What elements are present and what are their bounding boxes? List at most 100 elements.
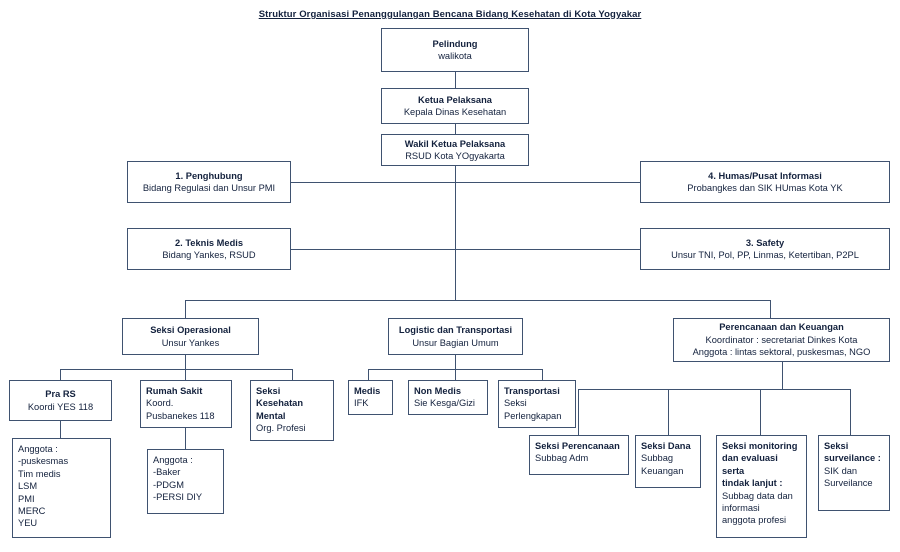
node-seksi-dana-line3: Keuangan (641, 465, 684, 476)
node-humas-pusat-informasi[interactable]: 4. Humas/Pusat Informasi Probangkes dan … (640, 161, 890, 203)
node-seksi-perencanaan-line1: Seksi Perencanaan (535, 441, 620, 451)
node-seksi-dana-line1: Seksi Dana (641, 441, 691, 451)
node-teknis-line1: 2. Teknis Medis (174, 237, 244, 248)
node-seksi-surveilance-line3: SIK dan (824, 465, 858, 476)
node-pelindung[interactable]: Pelindung walikota (381, 28, 529, 72)
connector-rumah-sakit-anggota (185, 428, 186, 449)
node-seksi-perencanaan-line2: Subbag Adm (535, 453, 589, 464)
node-non-medis-line1: Non Medis (414, 386, 462, 396)
node-logistic-line1: Logistic dan Transportasi (398, 325, 513, 336)
connector-seksi-surveilance-drop (850, 389, 851, 435)
node-anggota-pra-rs-line5: PMI (18, 493, 35, 504)
connector-seksi-dana-drop (668, 389, 669, 435)
node-perencanaan-line1: Perencanaan dan Keuangan (719, 322, 844, 333)
node-seksi-monitoring-line5: informasi (722, 503, 760, 514)
node-anggota-rs-line2: -Baker (153, 467, 181, 478)
node-rumah-sakit-line3: Pusbanekes 118 (146, 410, 215, 421)
node-anggota-rs-line3: -PDGM (153, 479, 184, 490)
node-wakil-line1: Wakil Ketua Pelaksana (404, 138, 506, 149)
node-rumah-sakit-line2: Koord. (146, 398, 174, 409)
connector-pelindung-ketua (455, 72, 456, 88)
node-transportasi[interactable]: Transportasi Seksi Perlengkapan (498, 380, 576, 428)
connector-operasional-bus (60, 369, 292, 370)
node-seksi-monitoring-line1: Seksi monitoring (722, 441, 798, 451)
node-non-medis[interactable]: Non Medis Sie Kesga/Gizi (408, 380, 488, 415)
connector-row1-horizontal (290, 182, 640, 183)
node-teknis-medis[interactable]: 2. Teknis Medis Bidang Yankes, RSUD (127, 228, 291, 270)
node-anggota-pra-rs-line2: -puskesmas (18, 456, 69, 467)
node-kesmental-line4: Org. Profesi (256, 423, 306, 434)
connector-medis-drop (368, 369, 369, 380)
node-safety[interactable]: 3. Safety Unsur TNI, Pol, PP, Linmas, Ke… (640, 228, 890, 270)
page-title: Struktur Organisasi Penanggulangan Benca… (258, 9, 642, 20)
node-pra-rs-line1: Pra RS (45, 389, 76, 400)
node-seksi-monitoring-line2: dan evaluasi serta (722, 453, 778, 476)
node-non-medis-line2: Sie Kesga/Gizi (414, 398, 475, 409)
connector-operasional-drop (185, 355, 186, 369)
connector-transportasi-drop (542, 369, 543, 380)
node-seksi-surveilance-line2: surveilance : (824, 453, 881, 464)
node-medis[interactable]: Medis IFK (348, 380, 393, 415)
node-ketua-line2: Kepala Dinas Kesehatan (403, 107, 507, 117)
node-wakil-ketua-pelaksana[interactable]: Wakil Ketua Pelaksana RSUD Kota YOgyakar… (381, 134, 529, 166)
node-penghubung[interactable]: 1. Penghubung Bidang Regulasi dan Unsur … (127, 161, 291, 203)
node-anggota-pra-rs-line4: LSM (18, 481, 38, 492)
node-perencanaan-dan-keuangan[interactable]: Perencanaan dan Keuangan Koordinator : s… (673, 318, 890, 362)
node-anggota-rumah-sakit[interactable]: Anggota : -Baker -PDGM -PERSI DIY (147, 449, 224, 514)
connector-wakil-trunk (455, 166, 456, 300)
node-anggota-pra-rs-line1: Anggota : (18, 444, 58, 454)
node-seksi-dana-line2: Subbag (641, 453, 674, 464)
node-pra-rs[interactable]: Pra RS Koordi YES 118 (9, 380, 112, 421)
node-pra-rs-line2: Koordi YES 118 (27, 401, 94, 412)
node-humas-line1: 4. Humas/Pusat Informasi (708, 170, 822, 181)
node-seksi-surveilance[interactable]: Seksi surveilance : SIK dan Surveilance (818, 435, 890, 511)
node-teknis-line2: Bidang Yankes, RSUD (162, 250, 256, 260)
node-seksi-surveilance-line1: Seksi (824, 441, 849, 451)
node-seksi-monitoring-line6: anggota profesi (722, 515, 787, 526)
node-anggota-pra-rs-line3: Tim medis (18, 468, 61, 479)
connector-pra-rs-anggota (60, 421, 61, 438)
node-rumah-sakit-line1: Rumah Sakit (146, 386, 203, 396)
node-pelindung-line1: Pelindung (432, 38, 478, 49)
node-logistic-dan-transportasi[interactable]: Logistic dan Transportasi Unsur Bagian U… (388, 318, 523, 355)
node-seksi-operasional[interactable]: Seksi Operasional Unsur Yankes (122, 318, 259, 355)
connector-logistic-drop (455, 355, 456, 369)
node-seksi-monitoring-line3: tindak lanjut : (722, 478, 783, 489)
node-safety-line1: 3. Safety (745, 237, 785, 248)
node-anggota-pra-rs-line7: YEU (18, 518, 38, 529)
node-safety-line2: Unsur TNI, Pol, PP, Linmas, Ketertiban, … (671, 250, 859, 260)
node-operasional-line1: Seksi Operasional (150, 325, 231, 336)
node-transportasi-line1: Transportasi (504, 386, 560, 396)
connector-kesehatan-mental-drop (292, 369, 293, 380)
node-seksi-perencanaan[interactable]: Seksi Perencanaan Subbag Adm (529, 435, 629, 475)
connector-ketua-wakil (455, 124, 456, 134)
node-seksi-surveilance-line4: Surveilance (824, 478, 873, 489)
node-wakil-line2: RSUD Kota YOgyakarta (405, 151, 505, 161)
connector-level3-bus (185, 300, 770, 301)
node-medis-line2: IFK (354, 398, 369, 409)
node-anggota-pra-rs[interactable]: Anggota : -puskesmas Tim medis LSM PMI M… (12, 438, 111, 538)
node-logistic-line2: Unsur Bagian Umum (412, 337, 499, 348)
node-anggota-pra-rs-line6: MERC (18, 506, 46, 517)
connector-perencanaan-bus (578, 389, 850, 390)
node-seksi-dana[interactable]: Seksi Dana Subbag Keuangan (635, 435, 701, 488)
node-penghubung-line2: Bidang Regulasi dan Unsur PMI (142, 183, 276, 193)
node-kesmental-line1: Seksi (256, 386, 281, 396)
node-perencanaan-line3: Anggota : lintas sektoral, puskesmas, NG… (692, 347, 871, 358)
connector-level3-right-drop (770, 300, 771, 318)
connector-seksi-perencanaan-drop (578, 389, 579, 435)
node-anggota-rs-line4: -PERSI DIY (153, 492, 203, 503)
connector-level3-left-drop (185, 300, 186, 318)
node-penghubung-line1: 1. Penghubung (175, 170, 243, 181)
connector-seksi-monitoring-drop (760, 389, 761, 435)
node-seksi-kesehatan-mental[interactable]: Seksi Kesehatan Mental Org. Profesi (250, 380, 334, 441)
node-seksi-monitoring[interactable]: Seksi monitoring dan evaluasi serta tind… (716, 435, 807, 538)
node-anggota-rs-line1: Anggota : (153, 455, 193, 465)
node-rumah-sakit[interactable]: Rumah Sakit Koord. Pusbanekes 118 (140, 380, 232, 428)
node-humas-line2: Probangkes dan SIK HUmas Kota YK (687, 183, 843, 193)
node-operasional-line2: Unsur Yankes (161, 337, 220, 348)
connector-perencanaan-drop (782, 362, 783, 389)
node-ketua-pelaksana[interactable]: Ketua Pelaksana Kepala Dinas Kesehatan (381, 88, 529, 124)
node-perencanaan-line2: Koordinator : secretariat Dinkes Kota (705, 334, 858, 345)
